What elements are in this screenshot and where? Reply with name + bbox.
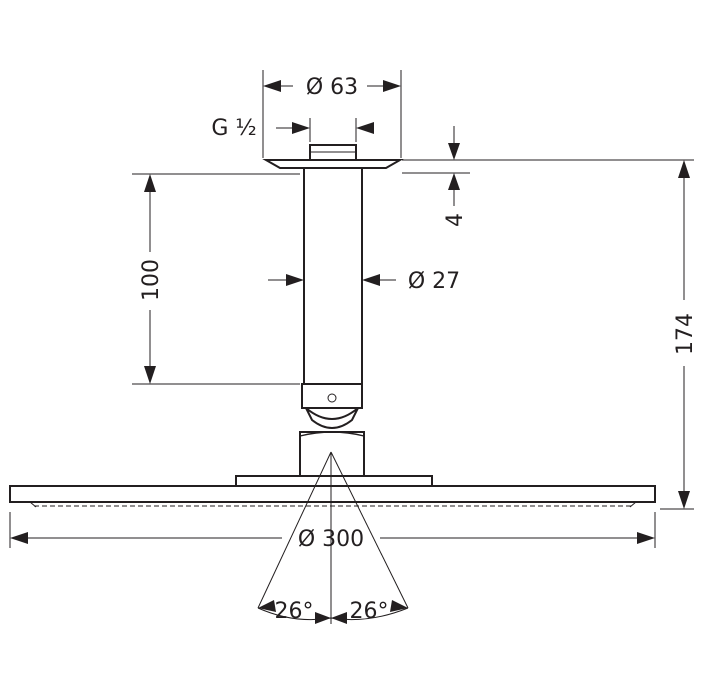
connector-plate (235, 475, 433, 487)
dimension-flange-diameter: Ø 63 (262, 70, 402, 158)
ball-joint (299, 383, 365, 477)
label-total-height: 174 (673, 313, 698, 355)
label-thread: G ½ (211, 116, 256, 141)
dimension-arm-length: 100 (132, 173, 300, 385)
ceiling-flange (262, 144, 404, 169)
label-angle-left: 26° (275, 599, 314, 624)
label-angle-right: 26° (350, 599, 389, 624)
label-arm-length: 100 (139, 259, 164, 301)
dimension-arm-diameter: Ø 27 (268, 269, 460, 294)
dimension-thread: G ½ (211, 116, 374, 142)
shower-arm (303, 167, 363, 385)
label-flange-thickness: 4 (443, 213, 468, 227)
label-arm-diameter: Ø 27 (408, 269, 460, 294)
dimension-flange-thickness: 4 (402, 126, 470, 227)
dimension-total-height: 174 (470, 159, 698, 510)
shower-head (9, 485, 656, 508)
spray-angle: 26° 26° (257, 451, 409, 624)
label-flange-diameter: Ø 63 (306, 75, 358, 100)
dimension-head-diameter: Ø 300 (9, 512, 656, 552)
